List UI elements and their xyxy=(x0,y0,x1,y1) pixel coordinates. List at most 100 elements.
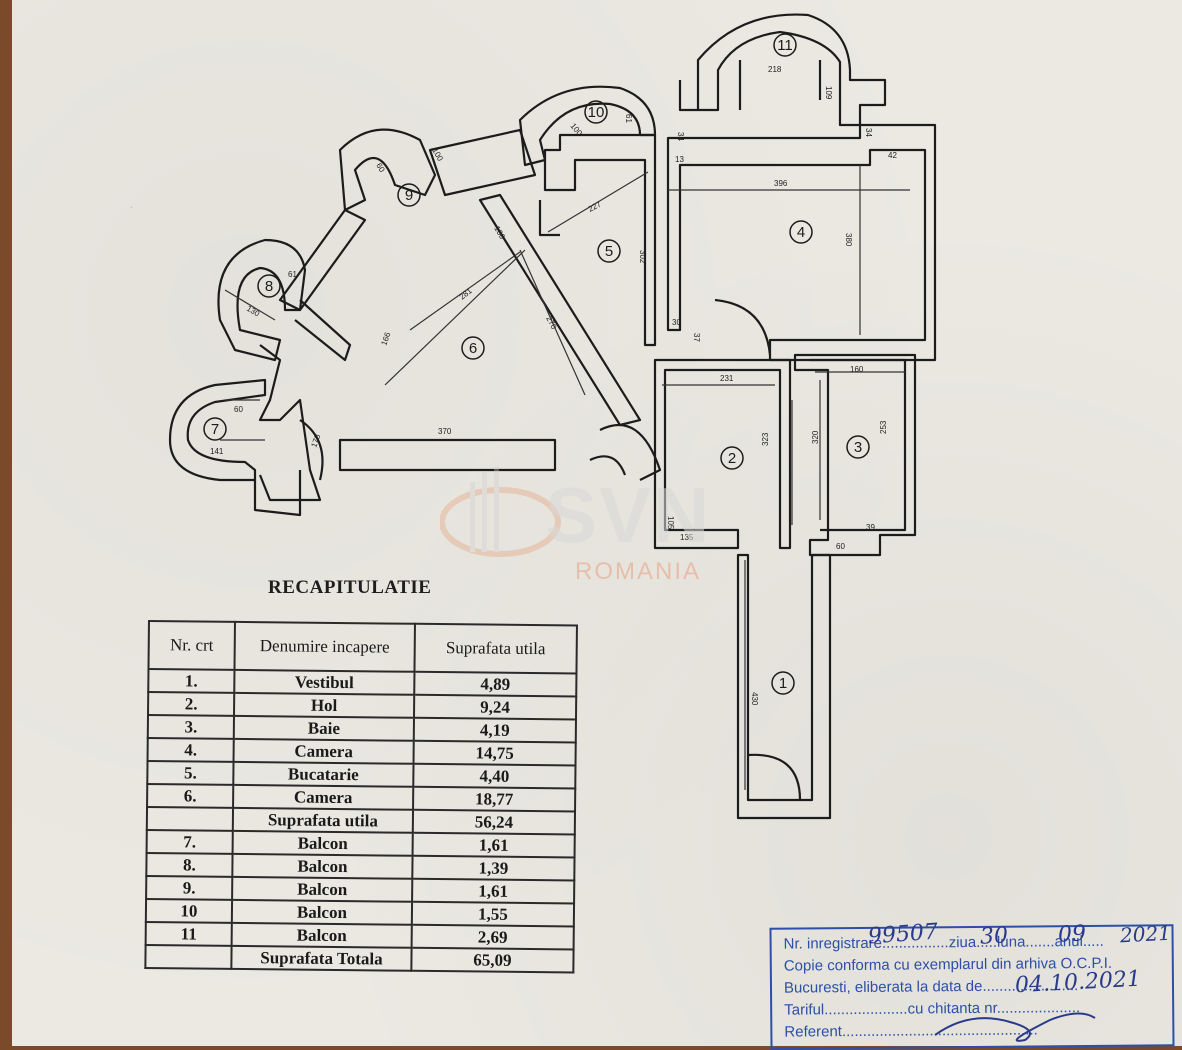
cell-area: 2,69 xyxy=(411,924,574,950)
wall-camera6-bottom xyxy=(338,438,557,472)
svg-text:10: 10 xyxy=(588,104,605,121)
dim-text: 60 xyxy=(836,542,845,551)
svg-text:5: 5 xyxy=(605,243,613,260)
watermark-country: ROMANIA xyxy=(575,558,702,585)
wall-lower-left xyxy=(258,344,322,502)
cell-nr xyxy=(145,944,232,969)
cell-name: Balcon xyxy=(232,830,413,856)
room-label-11: 11 xyxy=(773,33,797,57)
dim-text: 141 xyxy=(210,447,224,456)
dim-text: 227 xyxy=(587,199,603,213)
svg-text:4: 4 xyxy=(797,224,805,241)
cell-nr: 10 xyxy=(145,898,233,923)
cell-name: Balcon xyxy=(232,853,413,879)
wall-balcon11 xyxy=(696,13,887,127)
cell-area: 14,75 xyxy=(413,740,576,766)
cell-name: Camera xyxy=(233,738,414,764)
dim-text: 61 xyxy=(624,114,633,123)
cell-area: 65,09 xyxy=(411,947,574,973)
cell-area: 18,77 xyxy=(413,786,576,812)
recap-table: Nr. crt Denumire incapere Suprafata util… xyxy=(144,620,578,973)
cell-nr: 3. xyxy=(147,715,235,739)
dim-text: 135 xyxy=(680,533,694,542)
wall-camera6-right xyxy=(478,193,642,427)
room-label-9: 9 xyxy=(397,183,421,207)
wall-balcon7 xyxy=(168,378,267,482)
cell-area: 1,61 xyxy=(412,878,575,904)
cell-name: Bucatarie xyxy=(233,761,414,787)
wall-camera4 xyxy=(666,123,937,362)
dim-text: 37 xyxy=(692,333,701,342)
cell-name: Balcon xyxy=(231,899,413,925)
wall-baie xyxy=(793,353,917,557)
cell-nr: 4. xyxy=(147,738,234,762)
dim-text: 42 xyxy=(888,151,897,160)
dim-text: 320 xyxy=(811,430,820,444)
cell-nr: 2. xyxy=(148,692,235,716)
cell-nr: 9. xyxy=(146,875,233,900)
wall-balcon11-base xyxy=(678,80,698,112)
dim-text: 166 xyxy=(379,331,392,347)
dim-text: 13 xyxy=(675,155,684,164)
recap-header-row: Nr. crt Denumire incapere Suprafata util… xyxy=(148,621,577,674)
header-nr: Nr. crt xyxy=(148,621,235,670)
cell-name: Suprafata Totala xyxy=(231,945,412,971)
cell-nr: 6. xyxy=(147,784,234,808)
dim-text: 60 xyxy=(234,405,243,414)
dim-text: 370 xyxy=(438,427,452,436)
svg-text:9: 9 xyxy=(405,187,413,204)
dim-text: 30 xyxy=(672,318,681,327)
dim-text: 270 xyxy=(544,315,558,331)
dim-text: 253 xyxy=(879,420,888,434)
room-label-6: 6 xyxy=(461,336,485,360)
room-label-2: 2 xyxy=(720,446,744,470)
dim-text: 39 xyxy=(866,523,875,532)
cell-name: Suprafata utila xyxy=(232,807,414,833)
svg-text:7: 7 xyxy=(211,421,219,438)
room-label-7: 7 xyxy=(203,417,227,441)
svg-text:1: 1 xyxy=(779,675,787,692)
document-page xyxy=(12,0,1182,1046)
cell-area: 4,89 xyxy=(414,671,577,697)
dim-text: 130 xyxy=(245,304,262,319)
cell-name: Vestibul xyxy=(234,669,415,695)
dim-text: 34 xyxy=(864,128,873,137)
door-arc-camera4 xyxy=(714,298,772,356)
wall-hol xyxy=(653,358,792,550)
wall-balcon10 xyxy=(518,85,657,167)
dim-text: 34 xyxy=(676,132,685,141)
dim-text: 109 xyxy=(824,86,833,100)
wall-camera6 xyxy=(428,128,537,197)
wall-balcon9 xyxy=(338,128,437,212)
cell-area: 56,24 xyxy=(412,809,576,835)
signature-scribble xyxy=(934,1012,1096,1042)
dim-text: 302 xyxy=(638,250,647,264)
dim-text: 380 xyxy=(844,233,853,247)
dim-text: 160 xyxy=(850,365,864,374)
wall-bucatarie xyxy=(543,133,657,347)
room-label-3: 3 xyxy=(846,435,870,459)
cell-name: Balcon xyxy=(231,922,412,948)
cell-area: 9,24 xyxy=(413,694,577,720)
wall-diagonal xyxy=(278,208,367,312)
svg-text:6: 6 xyxy=(469,340,477,357)
room-label-10: 10 xyxy=(584,100,608,124)
door-arc-camera6 xyxy=(599,424,662,481)
dim-text: 231 xyxy=(720,374,734,383)
header-name: Denumire incapere xyxy=(234,621,415,672)
cell-name: Camera xyxy=(233,784,414,810)
dim-text: 218 xyxy=(768,65,782,74)
dim-text: 396 xyxy=(774,179,788,188)
cell-nr: 8. xyxy=(146,852,233,877)
room-label-4: 4 xyxy=(789,220,813,244)
room-label-5: 5 xyxy=(597,239,621,263)
cell-area: 1,55 xyxy=(411,901,575,927)
svg-text:2: 2 xyxy=(728,450,736,467)
wall-balcon8 xyxy=(217,238,307,362)
cell-nr: 1. xyxy=(148,669,235,693)
room-label-1: 1 xyxy=(771,671,795,695)
cell-area: 4,19 xyxy=(413,717,576,743)
